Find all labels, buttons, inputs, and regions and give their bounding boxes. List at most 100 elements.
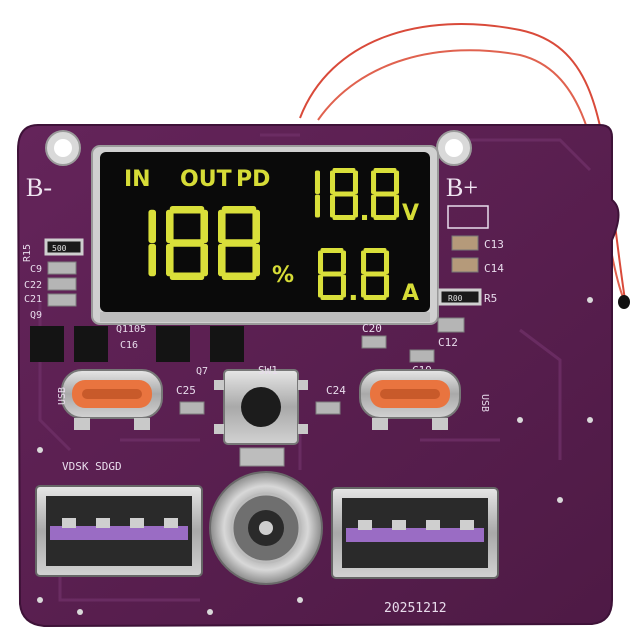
label-r15: R15 <box>22 244 33 262</box>
lcd-segment <box>363 271 387 277</box>
lcd-segment <box>221 272 257 280</box>
lcd-segment <box>252 243 260 277</box>
lcd-segment <box>218 209 226 243</box>
lcd-segment <box>361 250 367 274</box>
tactile-switch-icon[interactable] <box>214 369 308 445</box>
lcd-segment <box>371 170 377 194</box>
label-c21: C21 <box>24 294 42 305</box>
lcd-percent-digits <box>148 206 260 280</box>
lcd-display: IN OUT PD % V A <box>91 145 439 325</box>
lcd-segment <box>200 209 208 243</box>
label-c16: C16 <box>120 340 138 351</box>
mounting-hole-left <box>45 130 81 166</box>
lcd-segment <box>314 194 320 218</box>
cap-c25 <box>179 401 205 415</box>
lcd-voltage-unit: V <box>402 201 419 226</box>
usb-c-port-left <box>61 369 163 430</box>
lcd-segment <box>314 170 320 194</box>
lcd-segment <box>332 214 356 220</box>
lcd-segment <box>373 168 397 174</box>
lcd-segment <box>352 194 358 218</box>
lcd-label-in: IN <box>124 167 151 192</box>
dc-barrel-jack-icon <box>209 471 323 585</box>
label-pinout: VDSK SDGD <box>62 460 122 473</box>
usb-a-port-left <box>35 485 203 577</box>
label-usb-left: USB <box>57 387 68 405</box>
label-c20: C20 <box>362 322 382 335</box>
lcd-segment <box>361 274 367 298</box>
lcd-segment <box>320 294 344 300</box>
label-c14: C14 <box>484 262 504 275</box>
lcd-decimal-point <box>362 214 368 220</box>
lcd-voltage-digits <box>314 168 400 220</box>
lcd-segment <box>320 248 344 254</box>
smd-components-left: 500 R15 C9 C22 C21 Q9 Q1105 C16 Q7 <box>22 238 244 377</box>
label-q9: Q9 <box>30 310 42 321</box>
label-c25: C25 <box>176 384 196 397</box>
lcd-segment <box>252 209 260 243</box>
lcd-bezel-bottom <box>100 312 430 322</box>
label-usb-right: USB <box>479 394 490 412</box>
lcd-segment <box>169 239 205 247</box>
smd-components-right: C13 C14 R00 R5 C12 C20 C19 <box>361 235 504 377</box>
lcd-segment <box>352 170 358 194</box>
lcd-segment <box>221 239 257 247</box>
ntc-thermistor-icon <box>618 295 630 309</box>
lcd-label-out: OUT <box>180 167 232 192</box>
pcb-vias <box>37 297 593 615</box>
lcd-segment <box>330 170 336 194</box>
lcd-segment <box>383 274 390 298</box>
lcd-segment <box>169 206 205 214</box>
b-plus-pad-outline <box>447 205 489 229</box>
lcd-current-unit: A <box>402 281 419 306</box>
usb-c-port-right <box>359 369 461 430</box>
label-r5: R5 <box>484 292 497 305</box>
lcd-segment <box>221 206 257 214</box>
lcd-segment <box>318 250 324 274</box>
lcd-percent-unit: % <box>272 263 294 288</box>
switch-base <box>239 447 285 467</box>
lcd-current-digits <box>318 248 390 300</box>
lcd-segment <box>330 194 336 218</box>
lcd-segment <box>332 168 356 174</box>
lcd-segment <box>363 248 387 254</box>
lcd-segment <box>332 191 356 197</box>
lcd-segment <box>393 194 400 218</box>
lcd-segment <box>320 271 344 277</box>
lcd-segment <box>166 243 174 277</box>
resistor-r00-label: R00 <box>448 294 463 303</box>
lcd-segment <box>340 250 346 274</box>
mounting-hole-right <box>436 130 472 166</box>
lcd-segment <box>318 274 324 298</box>
lcd-segment <box>363 294 387 300</box>
lcd-segment <box>373 214 397 220</box>
lcd-segment <box>218 243 226 277</box>
usb-a-port-right <box>331 487 499 579</box>
resistor-500-label: 500 <box>52 244 67 253</box>
label-b-plus: B+ <box>446 173 478 202</box>
lcd-segment <box>148 243 156 277</box>
label-c24: C24 <box>326 384 346 397</box>
lcd-segment <box>148 209 156 243</box>
label-q1105: Q1105 <box>116 324 146 335</box>
lcd-segment <box>166 209 174 243</box>
lcd-segment <box>373 191 397 197</box>
lcd-segment <box>340 274 346 298</box>
lcd-segment <box>393 170 400 194</box>
label-sw1: SW1 <box>258 364 278 377</box>
lcd-segment <box>169 272 205 280</box>
label-c13: C13 <box>484 238 504 251</box>
lcd-decimal-point <box>350 294 356 300</box>
label-b-minus: B- <box>26 173 52 202</box>
lcd-segment <box>200 243 208 277</box>
label-q7: Q7 <box>196 366 208 377</box>
cap-c24 <box>315 401 341 415</box>
label-c12: C12 <box>438 336 458 349</box>
lcd-segment <box>371 194 377 218</box>
lcd-label-pd: PD <box>236 167 270 192</box>
label-c9: C9 <box>30 264 42 275</box>
lcd-segment <box>383 250 390 274</box>
label-c22: C22 <box>24 280 42 291</box>
label-date-code: 20251212 <box>384 601 447 616</box>
